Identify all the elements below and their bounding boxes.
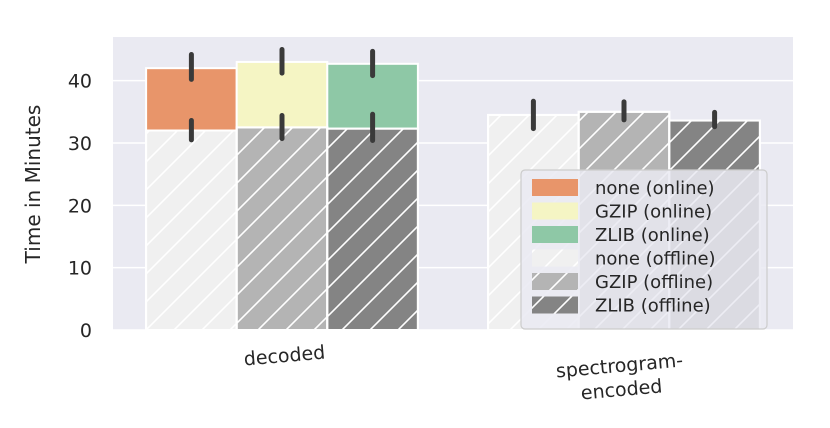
legend-label: GZIP (offline): [595, 272, 713, 293]
y-tick-label: 0: [80, 320, 92, 342]
legend-label: none (online): [595, 178, 715, 199]
y-axis-label: Time in Minutes: [21, 105, 45, 265]
bar-hatch: [145, 129, 238, 331]
y-tick-label: 40: [68, 71, 92, 93]
legend-label: GZIP (online): [595, 202, 712, 223]
legend-box: [520, 169, 768, 330]
bar-hatch: [326, 127, 419, 331]
legend-swatch-hatch: [532, 296, 578, 314]
y-tick-label: 20: [68, 195, 92, 217]
legend-swatch: [532, 202, 578, 220]
legend-label: ZLIB (online): [595, 225, 710, 246]
bar-hatch: [235, 126, 329, 331]
x-tick-label: decoded: [243, 342, 326, 371]
legend-label: ZLIB (offline): [595, 296, 711, 317]
y-tick-label: 10: [68, 258, 92, 280]
legend-swatch-hatch: [532, 273, 578, 290]
legend-label: none (offline): [595, 249, 716, 270]
legend-swatch-hatch: [532, 249, 578, 267]
legend-swatch: [532, 226, 578, 243]
legend-swatch: [532, 179, 578, 196]
y-tick-label: 30: [68, 133, 92, 155]
x-tick-label: spectrogram-encoded: [555, 350, 686, 407]
